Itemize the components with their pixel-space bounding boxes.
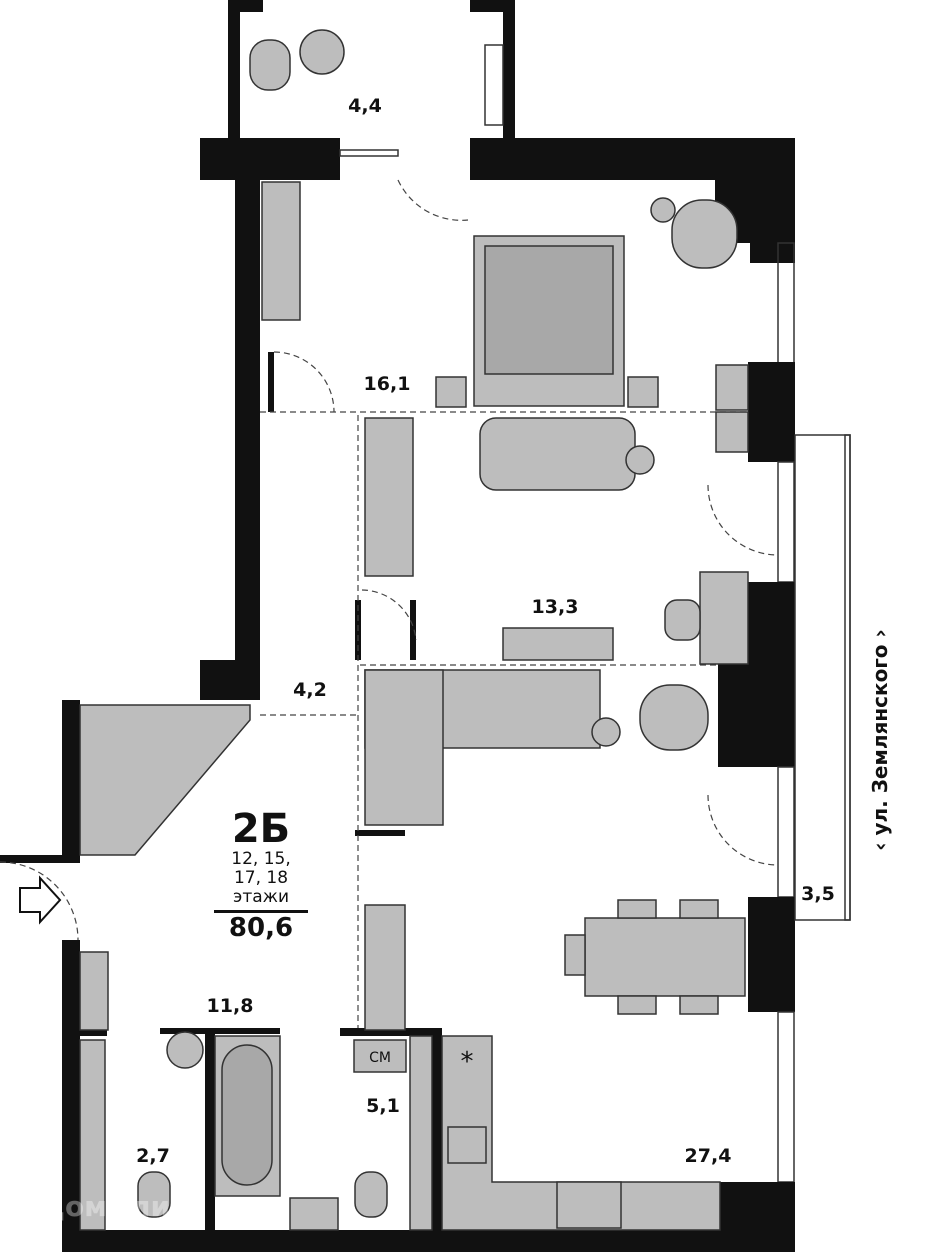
watermark-logo: ДомКлик [40, 1190, 190, 1223]
armchair-living [639, 684, 709, 751]
room-labels: 4,4 16,1 13,3 4,2 11,8 2,7 5,1 27,4 3,5 … [19, 95, 835, 1167]
washing-machine [353, 1039, 407, 1073]
armchair-bedroom [671, 199, 738, 269]
desk-chair [664, 599, 701, 641]
sink-laundry [289, 1197, 339, 1231]
apartment-type: 2Б [231, 806, 291, 852]
sofa-room [479, 417, 636, 491]
area-balcony-top: 4,4 [348, 95, 382, 117]
shelves-toilet [79, 1039, 106, 1231]
total-area: 80,6 [214, 910, 308, 943]
kitchen-sink [447, 1126, 487, 1164]
toilet-1 [137, 1171, 171, 1218]
apartment-info: 2Б 12, 15, 17, 18 этажи 80,6 [214, 808, 308, 943]
entrance-arrow-icon [19, 875, 62, 925]
furniture [79, 29, 749, 1231]
floors-label: этажи [232, 887, 289, 907]
area-bedroom: 16,1 [364, 373, 411, 395]
area-laundry: 5,1 [366, 1095, 400, 1117]
stove [556, 1181, 622, 1229]
wardrobe-bedroom [261, 181, 301, 321]
area-hall: 4,2 [293, 679, 327, 701]
nightstand-right [627, 376, 659, 408]
toilet-2 [354, 1171, 388, 1218]
desk [699, 571, 749, 665]
area-room-middle: 13,3 [532, 596, 579, 618]
sink-bath [166, 1031, 204, 1069]
wardrobe-room [364, 417, 414, 577]
floors-line1: 12, 15, [231, 849, 291, 869]
dining-table [584, 917, 746, 997]
washing-machine-tag: СМ [369, 1050, 391, 1066]
area-balcony-right: 3,5 [801, 883, 835, 905]
walls [0, 0, 851, 1252]
side-table [299, 29, 345, 75]
shelves-laundry [409, 1035, 433, 1231]
area-living-kitchen: 27,4 [685, 1145, 732, 1167]
fridge-snowflake-icon: * [461, 1047, 474, 1077]
nightstand-left [435, 376, 467, 408]
corner-wardrobe [79, 704, 251, 856]
street-label: ‹ ул. Землянского › [868, 629, 892, 851]
floors-line2: 17, 18 [233, 868, 289, 888]
armchair [249, 39, 291, 91]
area-bathroom: 11,8 [207, 995, 254, 1017]
area-toilet: 2,7 [136, 1145, 170, 1167]
tv-stand [502, 627, 614, 661]
partitions [0, 179, 779, 1028]
cabinet [364, 904, 406, 1031]
